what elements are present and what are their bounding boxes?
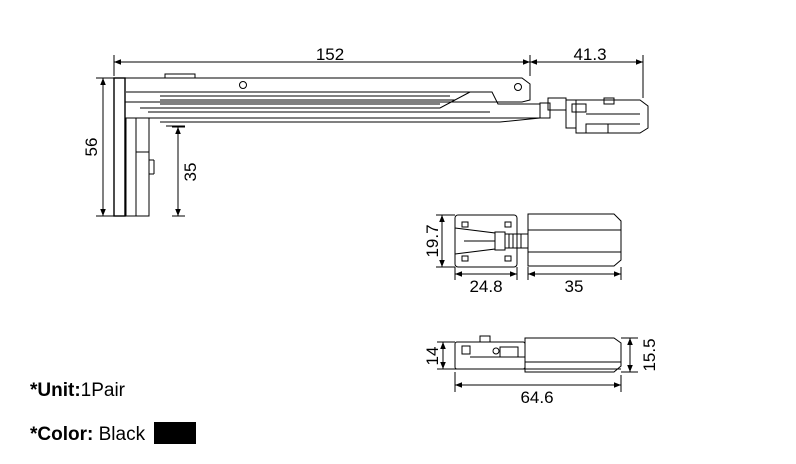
- dim-depth: 35: [172, 126, 200, 217]
- dim-extension-label: 41.3: [573, 45, 606, 64]
- color-value: Black: [98, 424, 146, 445]
- dim-side-right-h: 15.5: [621, 337, 659, 373]
- unit-value: 1Pair: [80, 380, 126, 401]
- color-label: *Color:: [30, 424, 94, 445]
- side-view: [454, 335, 622, 373]
- dim-extension: 41.3: [530, 45, 644, 98]
- top-view: [454, 213, 622, 268]
- dim-top-width: 19.7: [423, 214, 455, 268]
- dim-top-left-len-label: 24.8: [469, 277, 502, 296]
- dim-side-right-h-label: 15.5: [640, 338, 659, 371]
- dim-length: 152: [113, 45, 531, 76]
- main-profile-view: [113, 73, 649, 217]
- dim-top-right-len-label: 35: [565, 277, 584, 296]
- dim-side-total-len-label: 64.6: [520, 388, 553, 407]
- dim-side-left-h-label: 14: [423, 347, 442, 366]
- unit-label: *Unit:: [30, 380, 81, 401]
- color-line: *Color: Black: [30, 422, 197, 446]
- dim-depth-label: 35: [181, 163, 200, 182]
- dim-side-total-len: 64.6: [454, 372, 622, 407]
- dim-top-right-len: 35: [527, 267, 622, 296]
- dim-height-label: 56: [82, 138, 101, 157]
- dim-side-left-h: 14: [423, 341, 455, 370]
- dim-top-left-len: 24.8: [454, 267, 518, 296]
- unit-line: *Unit:1Pair: [30, 380, 125, 402]
- dim-height: 56: [82, 77, 114, 217]
- dim-top-width-label: 19.7: [423, 224, 442, 257]
- dim-length-label: 152: [316, 45, 344, 64]
- color-swatch: [154, 422, 197, 444]
